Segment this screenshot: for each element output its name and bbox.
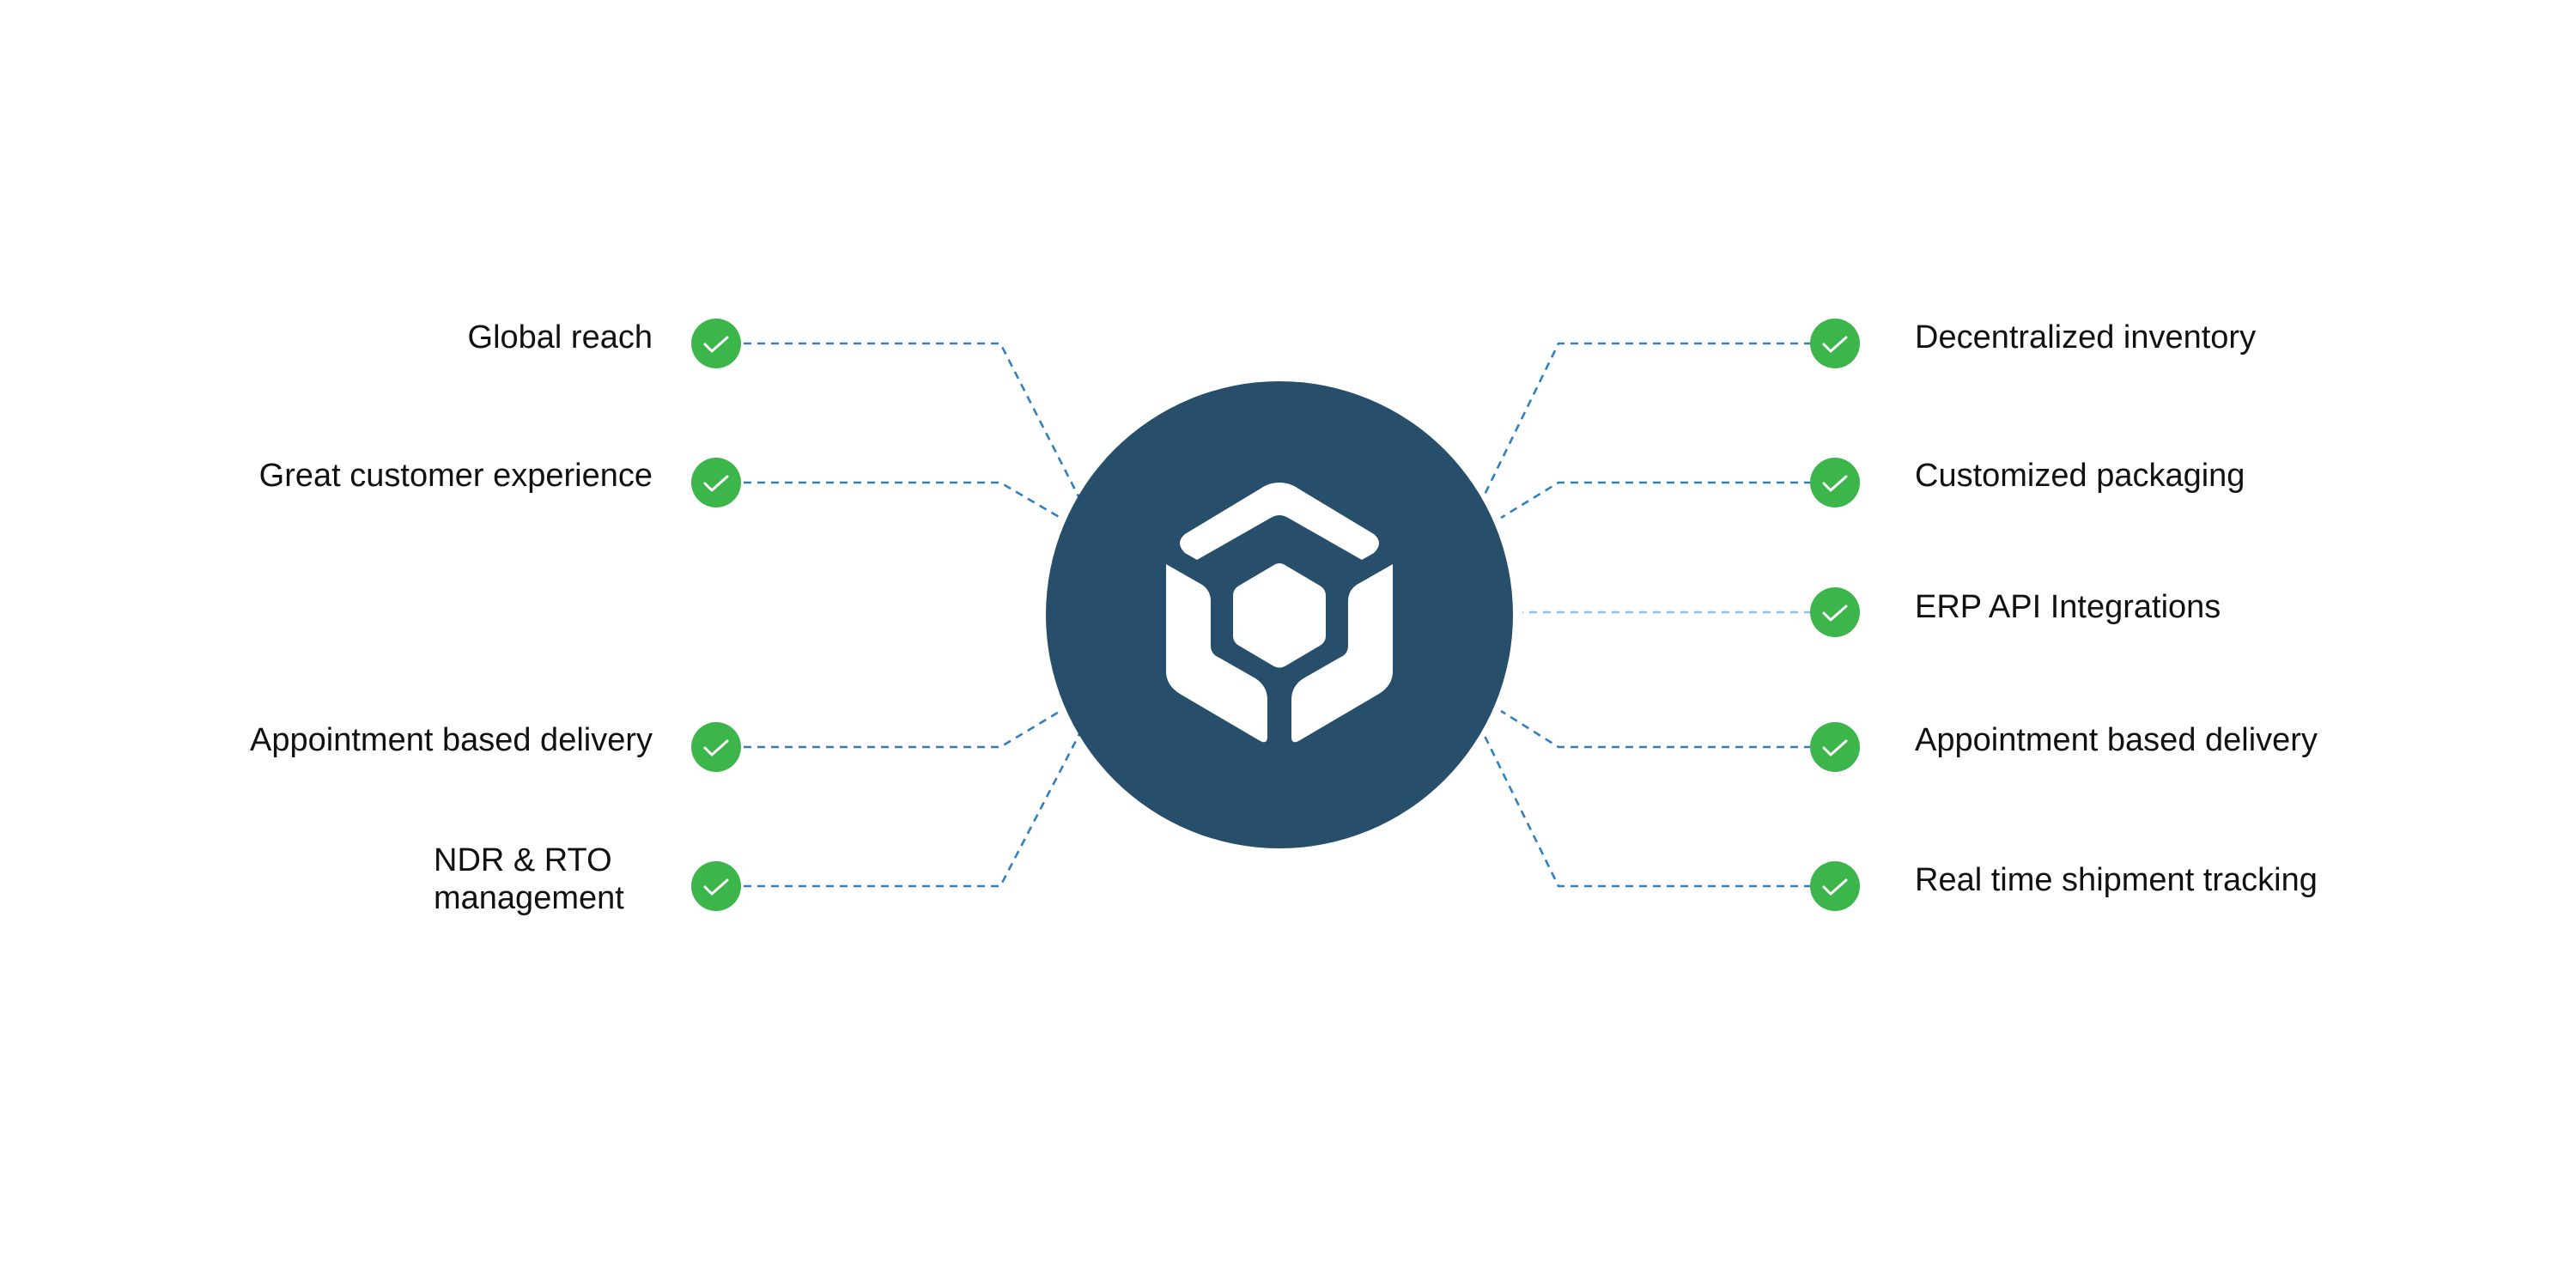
check-icon xyxy=(1810,722,1860,772)
feature-label-appointment-based-delivery-right: Appointment based delivery xyxy=(1915,722,2318,758)
check-icon xyxy=(691,458,741,507)
connector-right-1 xyxy=(1482,342,1812,497)
feature-label-customized-packaging: Customized packaging xyxy=(1915,458,2245,494)
check-icon xyxy=(691,319,741,368)
feature-label-real-time-shipment-tracking: Real time shipment tracking xyxy=(1915,862,2318,898)
check-icon xyxy=(691,861,741,911)
hub xyxy=(1046,381,1513,848)
feature-label-great-customer-experience: Great customer experience xyxy=(258,458,653,494)
connector-right-5 xyxy=(1482,733,1812,888)
feature-label-global-reach: Global reach xyxy=(467,319,653,355)
connector-left-3 xyxy=(744,709,1061,749)
check-icon xyxy=(1810,587,1860,637)
feature-label-decentralized-inventory: Decentralized inventory xyxy=(1915,319,2257,355)
connector-left-1 xyxy=(744,342,1081,499)
connector-right-4 xyxy=(1500,709,1812,749)
check-icon xyxy=(1810,861,1860,911)
feature-label-ndr-rto-management: NDR & RTO management xyxy=(434,842,624,916)
connector-left-2 xyxy=(744,481,1061,519)
check-icon xyxy=(1810,319,1860,368)
feature-label-appointment-based-delivery-left: Appointment based delivery xyxy=(250,722,653,758)
check-icon xyxy=(691,722,741,772)
feature-label-erp-api-integrations: ERP API Integrations xyxy=(1915,589,2221,625)
check-icon xyxy=(1810,458,1860,507)
connector-right-2 xyxy=(1500,481,1812,519)
box-logo-icon xyxy=(1166,483,1393,743)
connector-left-4 xyxy=(744,733,1081,888)
